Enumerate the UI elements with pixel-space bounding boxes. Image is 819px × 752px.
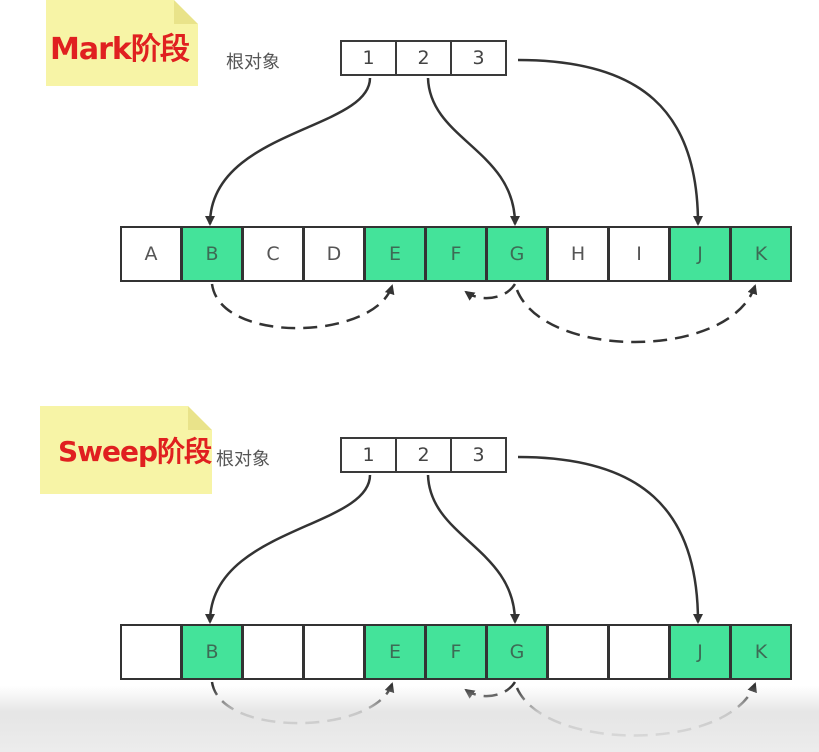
sweep-phase-title: Sweep阶段 <box>58 435 212 468</box>
sweep-root-objects: 1 2 3 <box>340 437 507 473</box>
sweep-heap: B E F G J K <box>120 624 792 680</box>
mark-heap-cell-i: I <box>608 226 670 282</box>
sweep-root-label: 根对象 <box>216 449 270 470</box>
mark-heap-cell-f: F <box>425 226 487 282</box>
sweep-arrow-root2-to-g <box>426 474 520 624</box>
mark-heap-cell-c: C <box>242 226 304 282</box>
sweep-heap-cell-f: F <box>425 624 487 680</box>
mark-heap-cell-d: D <box>303 226 365 282</box>
mark-heap-cell-e: E <box>364 226 426 282</box>
mark-phase-note: Mark阶段 <box>46 0 198 86</box>
mark-root-label: 根对象 <box>226 52 280 73</box>
mark-heap-cell-j: J <box>669 226 731 282</box>
sweep-arrow-root1-to-b <box>205 474 372 624</box>
sweep-heap-cell-k: K <box>730 624 792 680</box>
mark-root-1: 1 <box>340 40 397 76</box>
mark-dashed-b-to-e <box>210 283 395 330</box>
sweep-root-3: 3 <box>450 437 507 473</box>
sweep-heap-cell-b: B <box>181 624 243 680</box>
sweep-root-2: 2 <box>395 437 452 473</box>
mark-dashed-g-to-f <box>464 283 517 301</box>
sweep-dashed-b-to-e <box>210 681 395 725</box>
mark-heap-cell-h: H <box>547 226 609 282</box>
sweep-heap-cell-1 <box>120 624 182 680</box>
mark-root-3: 3 <box>450 40 507 76</box>
mark-root-objects: 1 2 3 <box>340 40 507 76</box>
sweep-phase-note: Sweep阶段 <box>40 406 212 494</box>
sweep-arrow-root3-to-j <box>517 455 703 624</box>
mark-arrow-root3-to-j <box>517 58 703 226</box>
mark-heap-cell-k: K <box>730 226 792 282</box>
mark-arrow-root1-to-b <box>205 77 372 226</box>
mark-dashed-g-to-k <box>515 284 758 344</box>
mark-heap-cell-g: G <box>486 226 548 282</box>
sweep-dashed-g-to-f <box>464 681 517 699</box>
sweep-dashed-g-to-k <box>515 682 757 737</box>
sweep-heap-cell-9 <box>608 624 670 680</box>
mark-heap-cell-a: A <box>120 226 182 282</box>
mark-arrow-root2-to-g <box>426 77 520 226</box>
mark-heap: A B C D E F G H I J K <box>120 226 792 282</box>
mark-phase-title: Mark阶段 <box>50 32 190 67</box>
